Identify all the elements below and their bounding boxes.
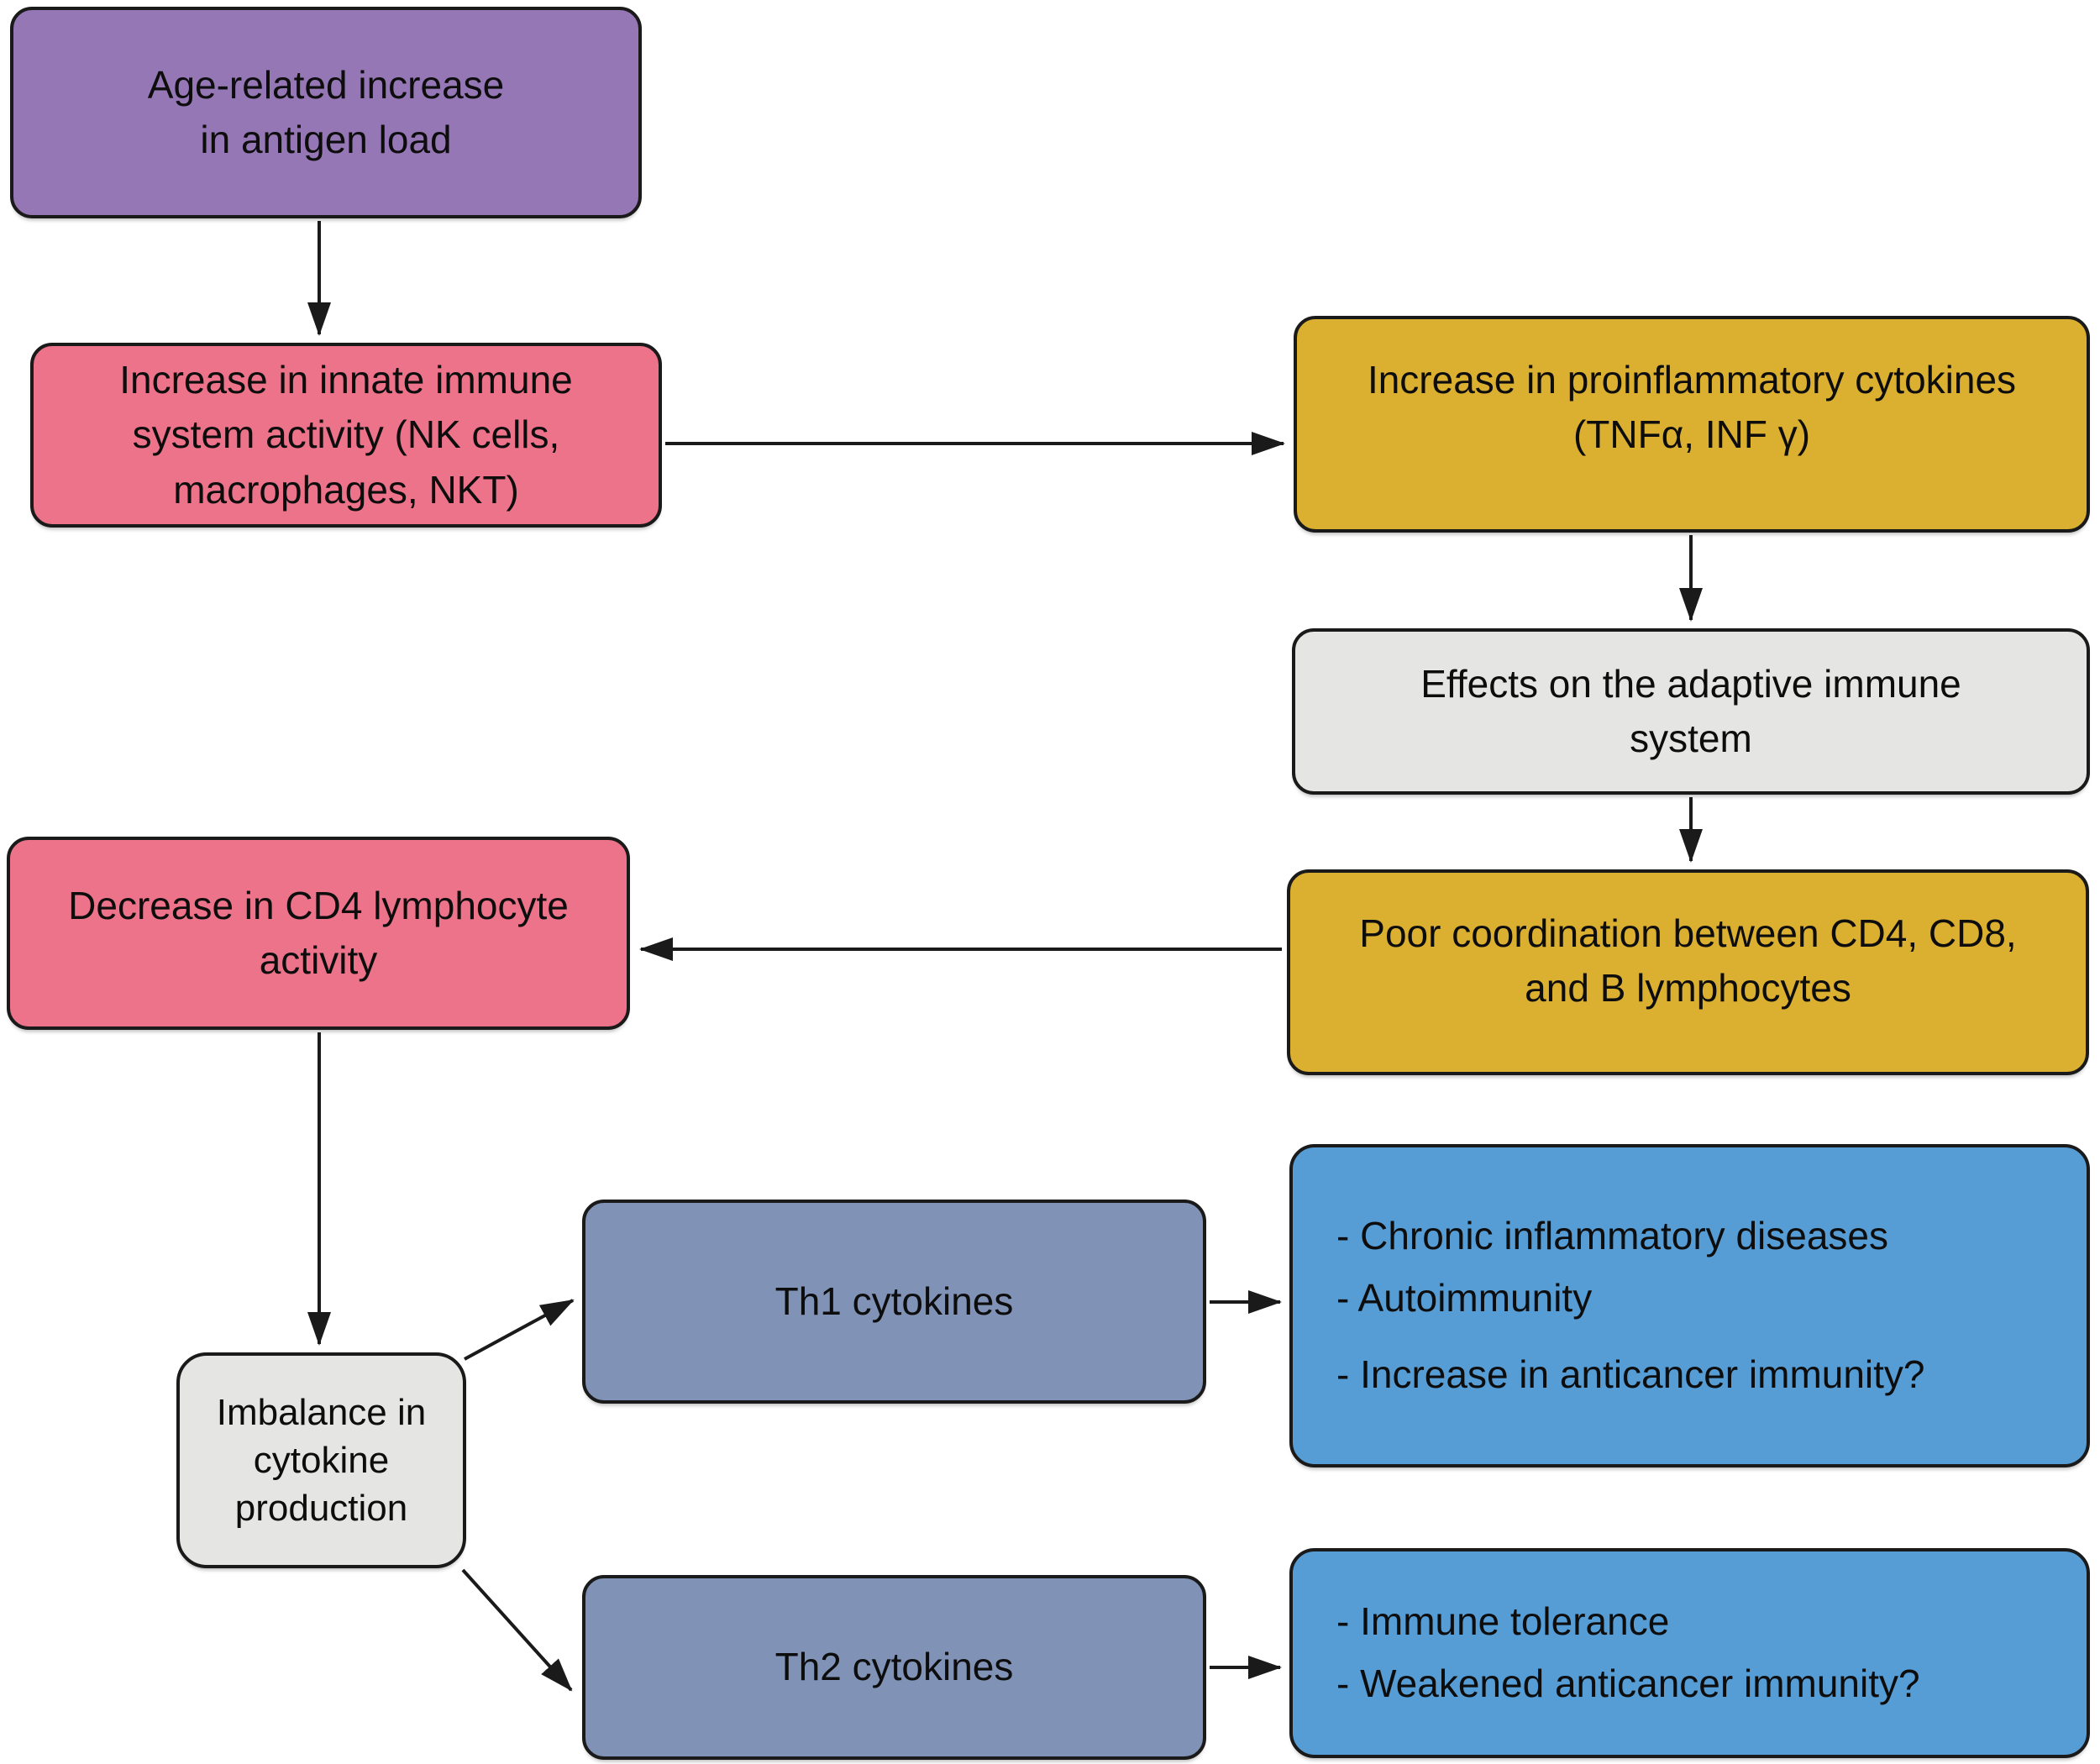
node-th1-outcomes: - Chronic inflammatory diseases - Autoim… (1289, 1144, 2090, 1467)
node-text-line: - Chronic inflammatory diseases (1336, 1214, 1889, 1258)
node-cd4-activity-decrease: Decrease in CD4 lymphocyte activity (7, 837, 630, 1030)
node-cytokine-imbalance: Imbalance in cytokine production (176, 1352, 466, 1568)
node-text-line: Th2 cytokines (774, 1645, 1014, 1689)
node-adaptive-immune-effects: Effects on the adaptive immune system (1292, 628, 2090, 795)
node-text-line: and B lymphocytes (1525, 966, 1851, 1011)
node-text-line: macrophages, NKT) (173, 467, 519, 512)
node-th1-cytokines: Th1 cytokines (582, 1200, 1206, 1404)
arrow-imbalance-to-th2 (461, 1568, 573, 1692)
node-text-line: activity (259, 938, 378, 982)
node-text-line: in antigen load (200, 118, 452, 161)
node-text-line: Imbalance in (216, 1391, 427, 1433)
node-text-line: cytokine (253, 1439, 390, 1481)
arrow-imbalance-to-th1 (464, 1299, 575, 1361)
node-text-line: Increase in proinflammatory cytokines (1367, 358, 2017, 402)
node-th2-cytokines: Th2 cytokines (582, 1575, 1206, 1760)
node-text-line: Effects on the adaptive immune (1420, 661, 1961, 706)
node-text-line: production (234, 1488, 408, 1530)
node-innate-immune-activity: Increase in innate immune system activit… (30, 343, 662, 528)
node-poor-lymphocyte-coordination: Poor coordination between CD4, CD8, and … (1287, 869, 2089, 1075)
node-text-line: - Weakened anticancer immunity? (1336, 1662, 1920, 1705)
node-text-line: Decrease in CD4 lymphocyte (68, 883, 569, 927)
node-text-line: - Increase in anticancer immunity? (1336, 1352, 1925, 1397)
node-text-line: Age-related increase (147, 62, 505, 107)
node-text-line: system activity (NK cells, (132, 412, 560, 457)
node-age-related-antigen-load: Age-related increase in antigen load (10, 7, 642, 218)
node-text-line: system (1630, 717, 1752, 760)
node-text-line: (TNFα, INF γ) (1572, 412, 1811, 457)
node-text-line: - Autoimmunity (1336, 1275, 1593, 1320)
node-text-line: Th1 cytokines (774, 1278, 1014, 1323)
node-text-line: Increase in innate immune (119, 358, 573, 402)
node-text-line: - Immune tolerance (1336, 1599, 1670, 1644)
node-th2-outcomes: - Immune tolerance - Weakened anticancer… (1289, 1548, 2090, 1758)
node-text-line: Poor coordination between CD4, CD8, (1359, 911, 2017, 955)
node-proinflammatory-cytokines: Increase in proinflammatory cytokines (T… (1294, 316, 2090, 533)
